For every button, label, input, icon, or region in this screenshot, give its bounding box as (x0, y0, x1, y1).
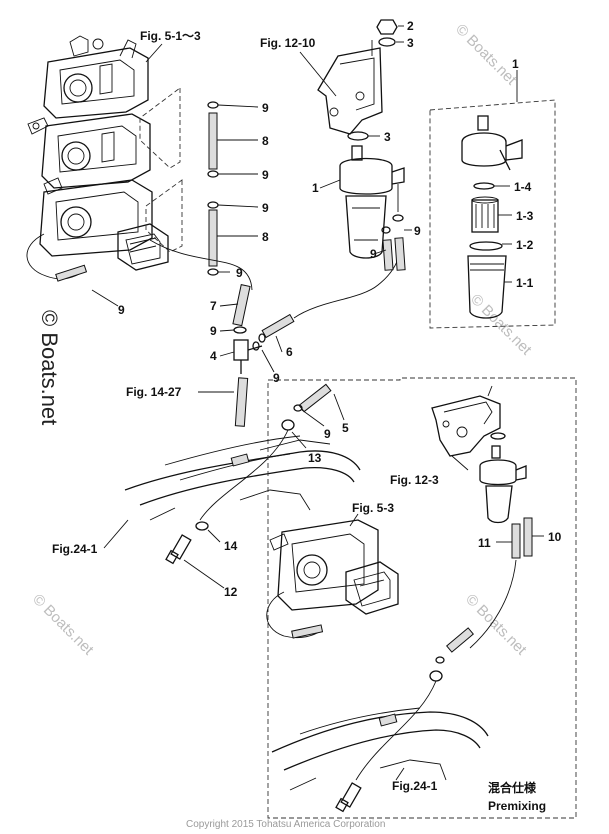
connector-premix (335, 782, 362, 813)
callout-12: 12 (224, 585, 238, 599)
copyright-notice: Copyright 2015 Tohatsu America Corporati… (186, 819, 385, 830)
callout-11: 11 (478, 536, 491, 550)
hose-group-box-upper (139, 87, 181, 169)
washer-3-top (378, 37, 396, 47)
t-joint (233, 339, 263, 374)
washer-14 (195, 521, 209, 531)
callout-9-h: 9 (210, 324, 217, 338)
watermark-lower-left: © Boats.net (29, 591, 97, 659)
premix-label-english: Premixing (488, 799, 546, 813)
fig-ref-12-3: Fig. 12-3 (390, 473, 439, 487)
hull-section-left (124, 435, 361, 521)
callout-1-box: 1 (512, 57, 519, 71)
callout-3-mid: 3 (384, 130, 391, 144)
callout-9-c: 9 (262, 201, 269, 215)
callout-1-1: 1-1 (516, 276, 534, 290)
premix-box (267, 377, 577, 819)
callout-14: 14 (224, 539, 238, 553)
callout-9-d: 9 (414, 224, 421, 238)
faint-watermarks: © Boats.net © Boats.net © Boats.net © Bo… (29, 21, 535, 659)
callout-9-b: 9 (262, 168, 269, 182)
callout-1-3: 1-3 (516, 209, 534, 223)
filter-exploded (461, 115, 523, 319)
hose-7 (232, 284, 251, 327)
carburetor-stack (26, 35, 169, 282)
callout-1-4: 1-4 (514, 180, 532, 194)
hull-section-right (271, 707, 489, 791)
connector-12 (165, 534, 192, 565)
premix-bracket (431, 385, 501, 457)
callout-1-2: 1-2 (516, 238, 534, 252)
premix-filter (479, 445, 527, 524)
callout-5: 5 (342, 421, 349, 435)
callout-9-a: 9 (262, 101, 269, 115)
fig-ref-14-27: Fig. 14-27 (126, 385, 182, 399)
hoses-upper (207, 101, 259, 276)
hose-6 (261, 313, 295, 339)
callout-9-i: 9 (273, 371, 280, 385)
fuel-filter (339, 145, 405, 259)
fig-ref-5-3: Fig. 5-3 (352, 501, 394, 515)
callout-9-f: 9 (236, 266, 243, 280)
watermark-lower-right: © Boats.net (462, 591, 530, 659)
premix-carburetor (269, 519, 399, 615)
watermark-top-right: © Boats.net (452, 21, 520, 89)
watermark-vertical: © Boats.net (37, 310, 62, 425)
fig-ref-24-1-left: Fig.24-1 (52, 542, 98, 556)
fitting-13 (281, 419, 295, 431)
callout-3-top: 3 (407, 36, 414, 50)
filter-explode-box (429, 99, 556, 329)
washer-3-mid (347, 131, 369, 141)
watermark-mid-right: © Boats.net (467, 291, 535, 359)
callout-10: 10 (548, 530, 562, 544)
nut-2 (376, 19, 398, 35)
filter-bracket (317, 40, 383, 135)
callout-9-j: 9 (324, 427, 331, 441)
hose-5 (298, 383, 332, 413)
callout-7: 7 (210, 299, 217, 313)
callout-6: 6 (286, 345, 293, 359)
premix-label-japanese: 混合仕様 (488, 780, 537, 795)
callout-8-b: 8 (262, 230, 269, 244)
callout-13: 13 (308, 451, 322, 465)
callout-9-e: 9 (370, 247, 377, 261)
fig-ref-5-1-3: Fig. 5-1～3 (140, 29, 201, 43)
callout-1-filter: 1 (312, 181, 319, 195)
fig-ref-24-1-right: Fig.24-1 (392, 779, 438, 793)
fig-ref-12-10: Fig. 12-10 (260, 36, 316, 50)
callout-9-g: 9 (118, 303, 125, 317)
callout-4: 4 (210, 349, 217, 363)
callout-2: 2 (407, 19, 414, 33)
callout-8-a: 8 (262, 134, 269, 148)
